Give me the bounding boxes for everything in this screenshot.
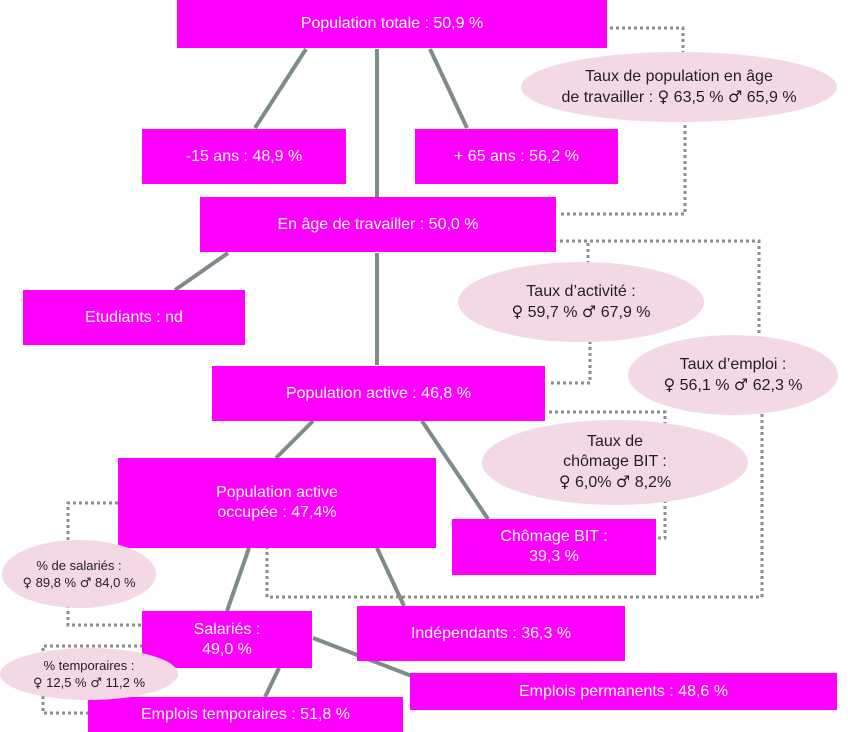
dotted-active-to-unemployment-rate <box>549 410 667 425</box>
pct-temporaires-male: 11,2 % <box>105 674 146 690</box>
ellipse-pct-temporaires: % temporaires : ♀ 12,5 % ♂ 11,2 % <box>0 648 178 700</box>
ellipse-taux-activite: Taux d’activité : ♀ 59,7 % ♂ 67,9 % <box>458 262 704 342</box>
female-icon: ♀ <box>22 575 33 591</box>
dotted-temporary-pct-to-temporary <box>41 696 90 715</box>
taux-population-age-line2: de travailler : ♀ 63,5 % ♂ 65,9 % <box>561 87 796 108</box>
dotted-total-to-working-age-rate <box>610 26 685 59</box>
box-under-15-label: -15 ans : 48,9 % <box>185 147 303 165</box>
female-icon: ♀ <box>663 374 676 394</box>
taux-emploi-line2: ♀ 56,1 % ♂ 62,3 % <box>663 375 802 396</box>
ellipse-pct-salaries: % de salariés : ♀ 89,8 % ♂ 84,0 % <box>2 540 156 608</box>
taux-chomage-line3: ♀ 6,0% ♂ 8,2% <box>559 472 671 493</box>
female-icon: ♀ <box>511 301 524 321</box>
male-icon: ♂ <box>581 301 597 321</box>
taux-population-age-male: 65,9 % <box>746 88 797 106</box>
pct-salaries-line1: % de salariés : <box>36 557 122 573</box>
box-salaries: Salariés : 49,0 % <box>142 611 312 668</box>
dotted-activity-rate-to-active <box>549 341 592 385</box>
box-population-occupee-line2: occupée : 47,4% <box>217 504 337 521</box>
connector-employed-to-independent <box>375 547 406 607</box>
box-chomage-bit-line2: 39,3 % <box>529 548 579 565</box>
female-icon: ♀ <box>657 86 670 106</box>
dotted-working-age-to-employment-rate <box>560 239 761 336</box>
box-students-label: Etudiants : nd <box>85 308 183 326</box>
taux-population-age-prefix: de travailler : <box>561 88 654 106</box>
connector-total-to-over65 <box>428 48 469 129</box>
dotted-employed-to-salaried-pct <box>66 501 118 540</box>
male-icon: ♂ <box>733 374 749 394</box>
box-over-65-label: + 65 ans : 56,2 % <box>454 147 579 165</box>
taux-activite-line2: ♀ 59,7 % ♂ 67,9 % <box>511 302 650 323</box>
connector-active-to-unemployed <box>420 419 490 521</box>
taux-activite-line1: Taux d’activité : <box>526 282 636 300</box>
male-icon: ♂ <box>90 675 102 691</box>
pct-temporaires-line2: ♀ 12,5 % ♂ 11,2 % <box>33 674 145 692</box>
taux-chomage-line1: Taux de <box>586 433 644 450</box>
taux-emploi-line1: Taux d’emploi : <box>679 355 787 373</box>
taux-population-age-female: 63,5 % <box>673 88 724 106</box>
pct-salaries-female: 89,8 % <box>35 574 77 590</box>
box-independants-label: Indépendants : 36,3 % <box>410 624 572 642</box>
box-independants: Indépendants : 36,3 % <box>357 606 625 661</box>
connector-active-to-employed <box>274 419 315 460</box>
taux-activite-female: 59,7 % <box>527 303 578 321</box>
taux-chomage-male: 8,2% <box>634 474 672 491</box>
box-emplois-permanents-label: Emplois permanents : 48,6 % <box>519 682 728 700</box>
box-population-occupee: Population active occupée : 47,4% <box>118 458 436 548</box>
pct-temporaires-line1: % temporaires : <box>43 657 135 673</box>
male-icon: ♂ <box>615 472 631 491</box>
box-salaries-line1: Salariés : <box>193 620 261 638</box>
box-chomage-bit-line1: Chômage BIT : <box>500 528 608 545</box>
box-population-active: Population active : 46,8 % <box>212 366 545 421</box>
pct-salaries-line2: ♀ 89,8 % ♂ 84,0 % <box>22 574 135 592</box>
box-emplois-temporaires: Emplois temporaires : 51,8 % <box>88 697 403 732</box>
connector-salaried-to-temporary <box>263 667 281 698</box>
taux-chomage-line2: chômage BIT : <box>563 453 667 470</box>
male-icon: ♂ <box>79 575 92 591</box>
female-icon: ♀ <box>558 472 571 491</box>
dotted-salaried-to-temporary-pct <box>41 644 143 652</box>
box-salaries-line2: 49,0 % <box>202 640 252 658</box>
box-emplois-temporaires-label: Emplois temporaires : 51,8 % <box>141 705 350 723</box>
box-students: Etudiants : nd <box>23 290 245 345</box>
taux-emploi-female: 56,1 % <box>679 376 730 394</box>
dotted-employment-rate-to-employed <box>265 414 764 599</box>
box-population-totale-label: Population totale : 50,9 % <box>300 15 484 32</box>
ellipse-taux-emploi: Taux d’emploi : ♀ 56,1 % ♂ 62,3 % <box>628 335 838 415</box>
dotted-salaried-pct-to-salaried <box>66 605 143 627</box>
taux-emploi-male: 62,3 % <box>752 376 803 394</box>
connector-employed-to-salaried <box>225 547 251 612</box>
box-emplois-permanents: Emplois permanents : 48,6 % <box>410 673 837 710</box>
taux-activite-male: 67,9 % <box>600 303 651 321</box>
box-population-active-label: Population active : 46,8 % <box>285 384 471 402</box>
ellipse-taux-population-age: Taux de population en âge de travailler … <box>521 52 837 122</box>
male-icon: ♂ <box>727 86 743 106</box>
connector-total-to-under15 <box>253 47 308 130</box>
pct-salaries-male: 84,0 % <box>95 574 136 590</box>
box-under-15: -15 ans : 48,9 % <box>142 129 346 184</box>
ellipse-taux-chomage: Taux de chômage BIT : ♀ 6,0% ♂ 8,2% <box>482 420 748 505</box>
female-icon: ♀ <box>32 675 43 691</box>
taux-population-age-line1: Taux de population en âge <box>585 67 773 85</box>
connector-working-age-to-students <box>173 251 230 292</box>
box-working-age: En âge de travailler : 50,0 % <box>200 197 556 252</box>
box-chomage-bit: Chômage BIT : 39,3 % <box>452 519 656 575</box>
box-population-totale: Population totale : 50,9 % <box>177 0 607 48</box>
box-over-65: + 65 ans : 56,2 % <box>415 129 618 184</box>
dotted-unemployment-rate-to-unemployed <box>658 500 667 540</box>
taux-chomage-female: 6,0% <box>574 474 612 491</box>
box-working-age-label: En âge de travailler : 50,0 % <box>277 215 479 233</box>
box-population-occupee-line1: Population active <box>216 484 338 501</box>
pct-temporaires-female: 12,5 % <box>46 674 87 690</box>
